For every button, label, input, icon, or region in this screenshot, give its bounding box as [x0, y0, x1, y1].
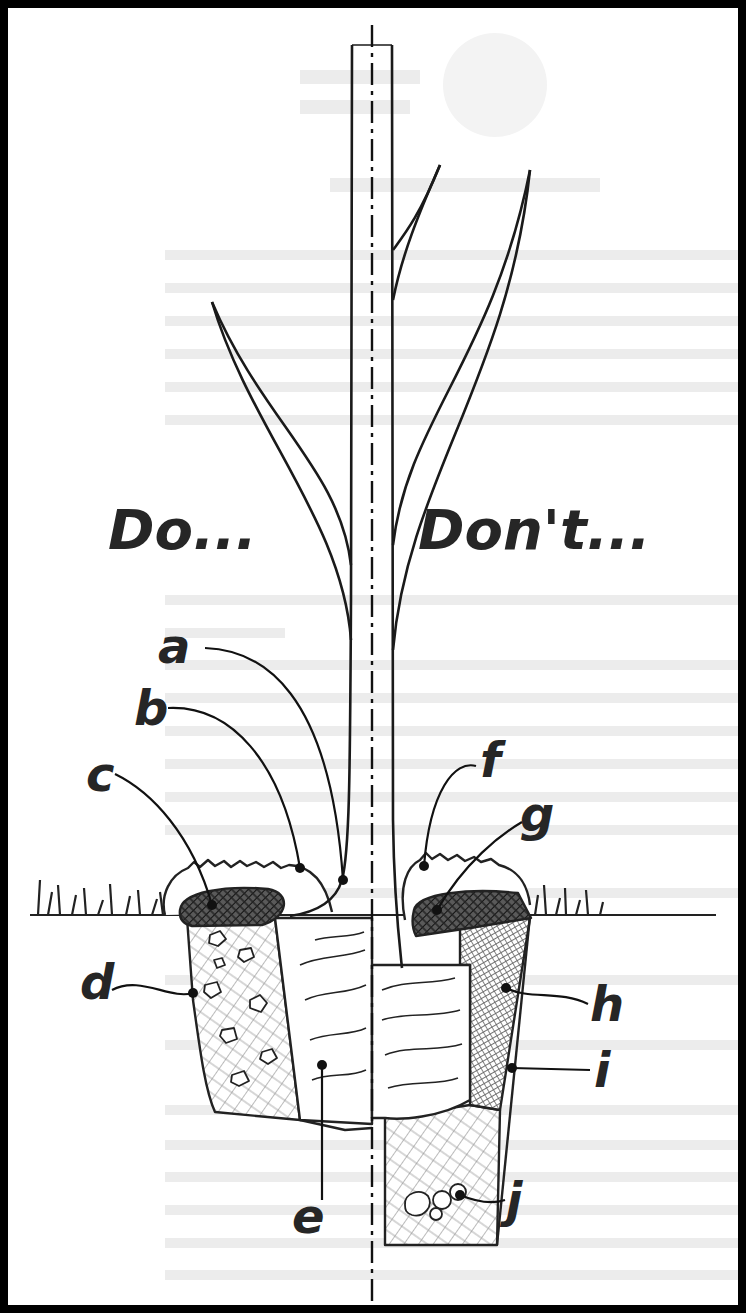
leader-lines	[112, 648, 590, 1202]
leader-line	[112, 985, 193, 994]
callout-letter: e	[292, 1192, 325, 1240]
faint-logo	[443, 33, 547, 137]
root-line	[388, 1078, 458, 1088]
leader-line	[460, 1195, 505, 1202]
leader-dots	[188, 861, 517, 1200]
faint-text	[165, 726, 740, 736]
rocks	[405, 1184, 466, 1220]
leader-line	[512, 1068, 590, 1070]
branch-edge	[393, 170, 530, 650]
callout-letter: j	[506, 1176, 522, 1224]
root-line	[305, 985, 366, 1000]
rock	[209, 931, 226, 946]
leader-dot	[432, 905, 442, 915]
rock	[250, 995, 267, 1012]
twig-edge	[393, 165, 440, 250]
leader-dot	[507, 1063, 517, 1073]
rock	[433, 1191, 451, 1209]
leader-line	[424, 765, 476, 866]
faint-text	[165, 792, 740, 802]
leader-dot	[455, 1190, 465, 1200]
faint-text	[165, 1270, 740, 1280]
rock	[430, 1208, 442, 1220]
faint-text	[300, 100, 410, 114]
rock	[405, 1192, 430, 1215]
root-lines	[382, 978, 462, 1088]
callout-letter: g	[520, 790, 554, 838]
callout-letter: a	[158, 622, 190, 670]
root-line	[315, 932, 364, 940]
root-line	[385, 1044, 462, 1055]
rock	[238, 948, 254, 962]
callout-letter: b	[134, 684, 168, 732]
faint-text	[165, 316, 740, 326]
rock	[450, 1184, 466, 1200]
bleed-through	[165, 33, 740, 1280]
root-ball	[372, 965, 470, 1119]
divider-line	[371, 25, 373, 1305]
faint-text	[165, 595, 740, 605]
root-line	[382, 1010, 460, 1020]
root-lines	[300, 932, 366, 1080]
root-line	[300, 950, 365, 965]
grass	[38, 880, 163, 915]
rocks	[204, 931, 277, 1086]
leader-dot	[295, 863, 305, 873]
rock	[220, 1028, 237, 1043]
heading-label: Don't...	[418, 502, 651, 558]
leader-dot	[317, 1060, 327, 1070]
faint-text	[165, 759, 740, 769]
callout-letter: d	[80, 958, 114, 1006]
rock	[214, 958, 225, 968]
leader-line	[506, 988, 588, 1004]
hole-bottom	[300, 1120, 372, 1130]
faint-text	[165, 825, 740, 835]
leader-line	[115, 774, 212, 905]
hatched-layer	[413, 891, 531, 936]
leader-line	[321, 1065, 323, 1200]
faint-text	[300, 70, 420, 84]
callout-letter: i	[594, 1046, 610, 1094]
leader-dot	[419, 861, 429, 871]
leader-dot	[207, 900, 217, 910]
root-ball	[275, 918, 372, 1124]
correct-planting	[164, 860, 372, 1130]
faint-text	[330, 178, 600, 192]
leader-dot	[501, 983, 511, 993]
faint-text	[165, 693, 740, 703]
root-line	[310, 1028, 366, 1040]
leader-dot	[338, 875, 348, 885]
hatched-layer	[180, 888, 284, 926]
frame	[4, 4, 742, 1309]
callout-letter: f	[480, 736, 501, 784]
branch-edge	[212, 302, 351, 640]
faint-text	[165, 250, 740, 260]
faint-text	[165, 660, 740, 670]
hole-bottom-fill	[385, 1105, 500, 1245]
leader-line	[205, 648, 343, 880]
faint-text	[165, 349, 740, 359]
rock	[231, 1071, 249, 1086]
heading-label: Do...	[108, 502, 257, 558]
faint-text	[165, 415, 740, 425]
root-line	[312, 1070, 366, 1080]
callout-letter: c	[86, 750, 114, 798]
grass	[535, 885, 603, 915]
leader-line	[168, 708, 300, 868]
callout-letter: h	[590, 980, 624, 1028]
rock	[204, 982, 221, 998]
twig-edge	[393, 165, 440, 300]
leader-line	[437, 822, 522, 910]
root-line	[382, 978, 455, 990]
rock	[260, 1049, 277, 1064]
leader-dot	[188, 988, 198, 998]
hole-wall	[497, 916, 530, 1245]
faint-text	[165, 283, 740, 293]
